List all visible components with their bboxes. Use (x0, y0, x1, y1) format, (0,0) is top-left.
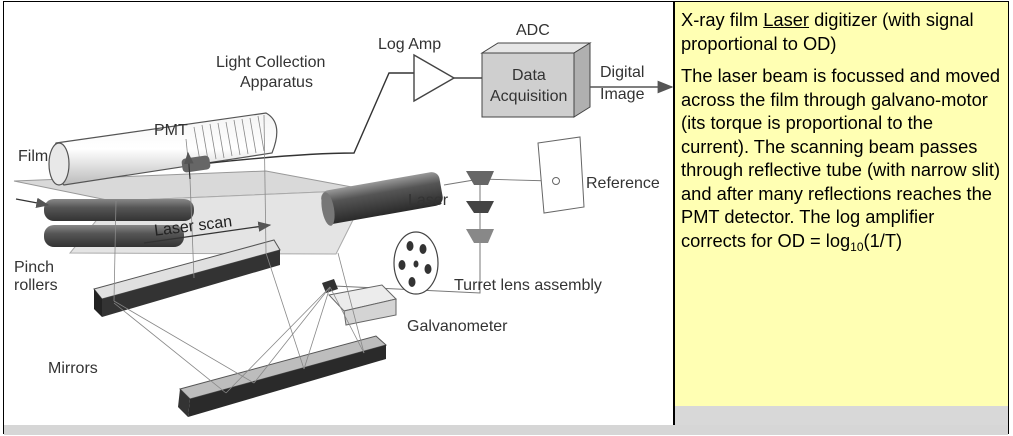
light-collection-label-line2: Apparatus (240, 74, 313, 91)
turret-lens (393, 231, 439, 295)
beam-splitter (466, 201, 494, 213)
laser-digitizer-diagram: ADC Log Amp Light Collection Apparatus D… (4, 3, 674, 424)
description-body: The laser beam is focussed and moved acr… (681, 64, 1002, 254)
scan-rays (113, 114, 365, 394)
title-suffix: digitizer (with signal proportional to O… (681, 9, 974, 54)
body-text: The laser beam is focussed and moved acr… (681, 65, 1001, 251)
beam-mirror-top (466, 171, 494, 185)
film-label: Film (18, 148, 49, 165)
data-acquisition-label-line1: Data (512, 67, 546, 84)
laser-tube (321, 172, 443, 226)
panel-divider (673, 2, 675, 425)
log-subscript: 10 (850, 239, 864, 254)
data-acquisition-label-line2: Acquisition (490, 88, 568, 105)
pinch-roller-bottom (44, 225, 184, 247)
mirror-lower (178, 335, 388, 417)
log-amp-triangle (413, 53, 456, 103)
reference-label: Reference (586, 175, 660, 192)
description-title: X-ray film Laser digitizer (with signal … (681, 8, 1002, 55)
pmt-label: PMT (154, 122, 188, 139)
pinch-rollers-label-line1: Pinch (14, 259, 55, 276)
light-collection-tube (48, 112, 278, 186)
light-collection-label-line1: Light Collection (216, 54, 326, 71)
panel-footer-band (675, 406, 1008, 425)
pinch-roller-top (44, 199, 194, 221)
laser-scan-arrow (143, 221, 272, 244)
diagram-drawing (13, 42, 674, 417)
adc-label: ADC (516, 22, 550, 39)
film-feed-arrow (15, 197, 50, 208)
digital-image-label-line2: Image (600, 86, 645, 103)
digital-image-label-line1: Digital (600, 64, 645, 81)
scan-upward-arrow (184, 151, 194, 180)
mirror-upper (93, 239, 281, 317)
pinch-rollers-label-line2: rollers (14, 277, 58, 294)
adc-box (480, 42, 592, 118)
laser-label: Laser (408, 192, 449, 209)
description-panel: X-ray film Laser digitizer (with signal … (675, 2, 1008, 425)
title-underlined-word: Laser (763, 9, 809, 30)
title-prefix: X-ray film (681, 9, 764, 30)
galvanometer (322, 279, 397, 326)
beam-mirror-bottom (466, 229, 494, 243)
mirrors-label: Mirrors (48, 360, 98, 377)
bottom-band (4, 425, 1008, 435)
reference-card (537, 136, 585, 214)
body-formula-end: (1/T) (863, 229, 903, 251)
log-amp-label: Log Amp (378, 36, 442, 53)
pmt-cable (209, 72, 414, 164)
turret-lens-label: Turret lens assembly (454, 277, 602, 294)
galvanometer-label: Galvanometer (407, 318, 508, 335)
